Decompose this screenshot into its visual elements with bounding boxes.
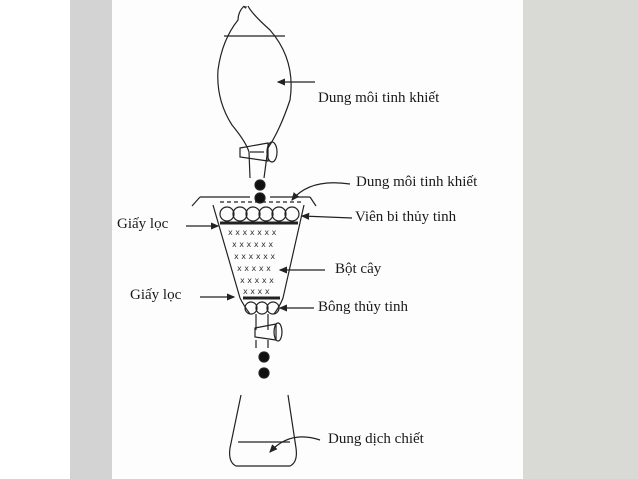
svg-text:x x x x x: x x x x x (237, 264, 271, 273)
collection-flask (229, 394, 297, 467)
label-glass-beads: Viên bi thủy tinh (355, 209, 457, 225)
svg-text:x x x x x: x x x x x (240, 276, 274, 285)
right-margin-band (523, 0, 638, 479)
label-plant-powder: Bột cây (335, 261, 382, 277)
solvent-flask (217, 5, 292, 179)
label-glass-wool: Bông thủy tinh (318, 299, 409, 315)
svg-text:x x x x x x: x x x x x x (232, 240, 273, 249)
glass-beads (219, 206, 300, 222)
stopcock-bottom-icon (254, 323, 277, 341)
stopcock-top-icon (239, 142, 269, 162)
label-filter-paper-bottom: Giấy lọc (130, 287, 182, 303)
plant-powder: x x x x x x x x x x x x x x x x x x x x x … (228, 228, 277, 296)
drop (258, 351, 270, 363)
label-filter-paper-top: Giấy lọc (117, 216, 169, 232)
drop (258, 367, 270, 379)
glass-wool (244, 301, 280, 315)
label-solvent-top: Dung môi tinh khiết (318, 90, 440, 106)
left-margin-band (70, 0, 112, 479)
drop (254, 179, 266, 191)
drop (254, 192, 266, 204)
svg-text:x x x x x x: x x x x x x (234, 252, 275, 261)
svg-text:x x x x: x x x x (243, 287, 270, 296)
scanned-page (112, 0, 523, 479)
label-solvent-mid: Dung môi tinh khiết (356, 174, 478, 190)
svg-text:x x x x x x x: x x x x x x x (228, 228, 277, 237)
label-extract-solution: Dung dịch chiết (328, 431, 424, 447)
